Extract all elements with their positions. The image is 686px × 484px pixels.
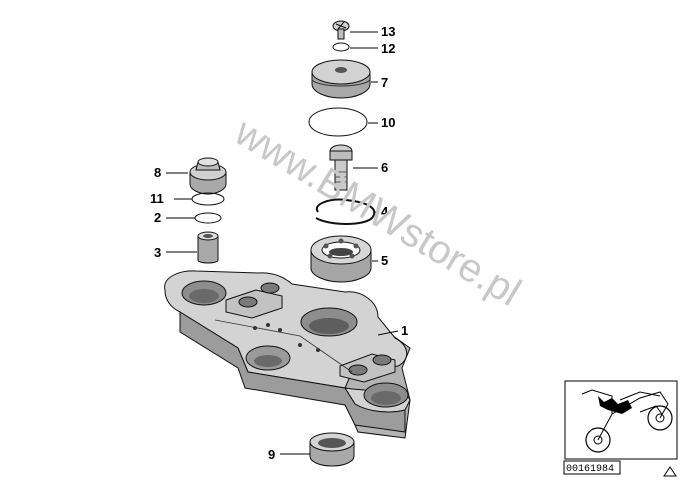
callout-5: 5 [381, 253, 388, 268]
fork-bridge-part [164, 270, 411, 439]
callout-3: 3 [154, 245, 161, 260]
callout-9: 9 [268, 447, 275, 462]
o-ring-large-part [308, 107, 368, 137]
motorcycle-icon [581, 389, 673, 453]
callout-4: 4 [381, 204, 389, 219]
circlip-part [315, 198, 376, 225]
o-ring-small-part [191, 192, 225, 206]
bearing-part [310, 235, 372, 283]
screw-part [332, 20, 350, 40]
plug-part [189, 157, 227, 195]
callout-8: 8 [154, 165, 161, 180]
drawing-number: 00161984 [566, 464, 614, 475]
callout-labels: 13 12 7 10 6 4 5 1 8 11 2 3 9 [150, 24, 408, 462]
washer-part [332, 42, 350, 52]
callout-1: 1 [401, 323, 408, 338]
corner-triangle-icon [663, 466, 677, 477]
sleeve-part [197, 231, 219, 264]
bushing-part [309, 432, 355, 467]
drawing-number-box: 00161984 [563, 460, 621, 475]
seal-ring-part [194, 212, 222, 224]
callout-6: 6 [381, 160, 388, 175]
callout-2: 2 [154, 210, 161, 225]
callout-11: 11 [150, 191, 164, 206]
inset-thumbnail [564, 380, 678, 460]
leader-lines [166, 31, 399, 455]
callout-13: 13 [381, 24, 395, 39]
bolt-part [329, 144, 353, 191]
callout-7: 7 [381, 75, 388, 90]
callout-10: 10 [381, 115, 395, 130]
callout-12: 12 [381, 41, 395, 56]
cap-nut-part [311, 59, 371, 99]
